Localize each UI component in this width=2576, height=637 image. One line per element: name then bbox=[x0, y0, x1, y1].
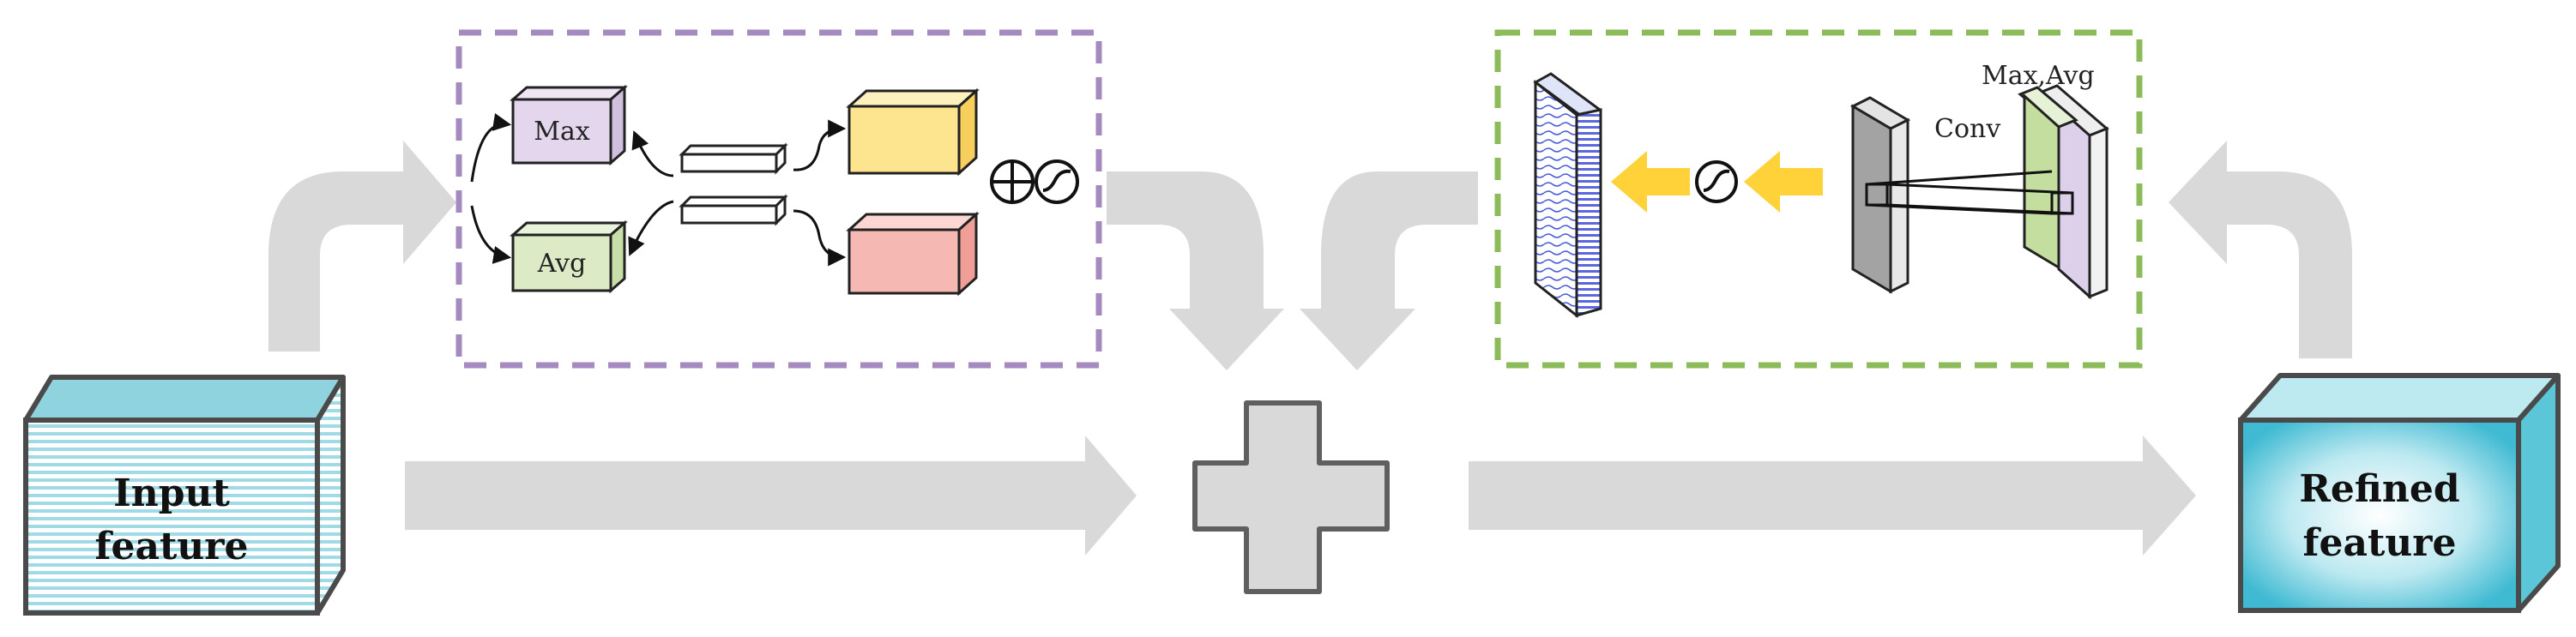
flow-arrows bbox=[268, 141, 2352, 556]
curved-arrow-up-right bbox=[2169, 141, 2352, 358]
input-feature-label-line2: feature bbox=[95, 525, 249, 568]
yellow-arrows bbox=[1611, 151, 1823, 213]
channel-flow-arrows bbox=[470, 113, 847, 267]
plus-sign-icon bbox=[1192, 400, 1390, 594]
curved-arrow-down-center-right bbox=[1300, 171, 1478, 370]
conv-label: Conv bbox=[1934, 114, 2000, 144]
curved-arrow-up-left bbox=[268, 141, 456, 352]
shared-mlp-vectors bbox=[679, 142, 788, 226]
channel-module-border bbox=[455, 29, 1102, 369]
avg-label: Avg bbox=[537, 249, 587, 279]
conv-output-slab bbox=[1849, 96, 1911, 294]
refined-feature-label-line1: Refined bbox=[2299, 467, 2459, 511]
max-label: Max bbox=[534, 117, 590, 147]
input-feature-label-line1: Input bbox=[113, 472, 230, 515]
spatial-module-border bbox=[1494, 29, 2143, 369]
channel-attention-module: Max Avg bbox=[455, 29, 1102, 369]
refined-feature-label-line2: feature bbox=[2303, 521, 2457, 565]
avg-output-block bbox=[846, 211, 980, 297]
spatial-attention-module: Max,Avg Conv bbox=[1494, 29, 2143, 369]
conv-kernel-projection bbox=[1865, 170, 2074, 215]
max-pool-box: Max bbox=[510, 84, 628, 166]
avg-pool-box: Avg bbox=[510, 219, 628, 294]
max-avg-slabs bbox=[2018, 84, 2109, 300]
main-arrow-right bbox=[1469, 436, 2196, 556]
refined-feature-cube: Refined feature bbox=[2238, 373, 2561, 613]
main-arrow-left bbox=[405, 436, 1137, 556]
input-feature-cube: Input feature bbox=[23, 375, 346, 616]
sigmoid-icon-spatial bbox=[1695, 160, 1738, 203]
curved-arrow-down-center-left bbox=[1107, 171, 1284, 370]
max-avg-label: Max,Avg bbox=[1982, 61, 2095, 91]
sigmoid-icon bbox=[1035, 159, 1079, 204]
elementwise-sum-icon bbox=[990, 159, 1035, 204]
spatial-attention-map bbox=[1533, 72, 1602, 319]
max-output-block bbox=[846, 87, 980, 177]
